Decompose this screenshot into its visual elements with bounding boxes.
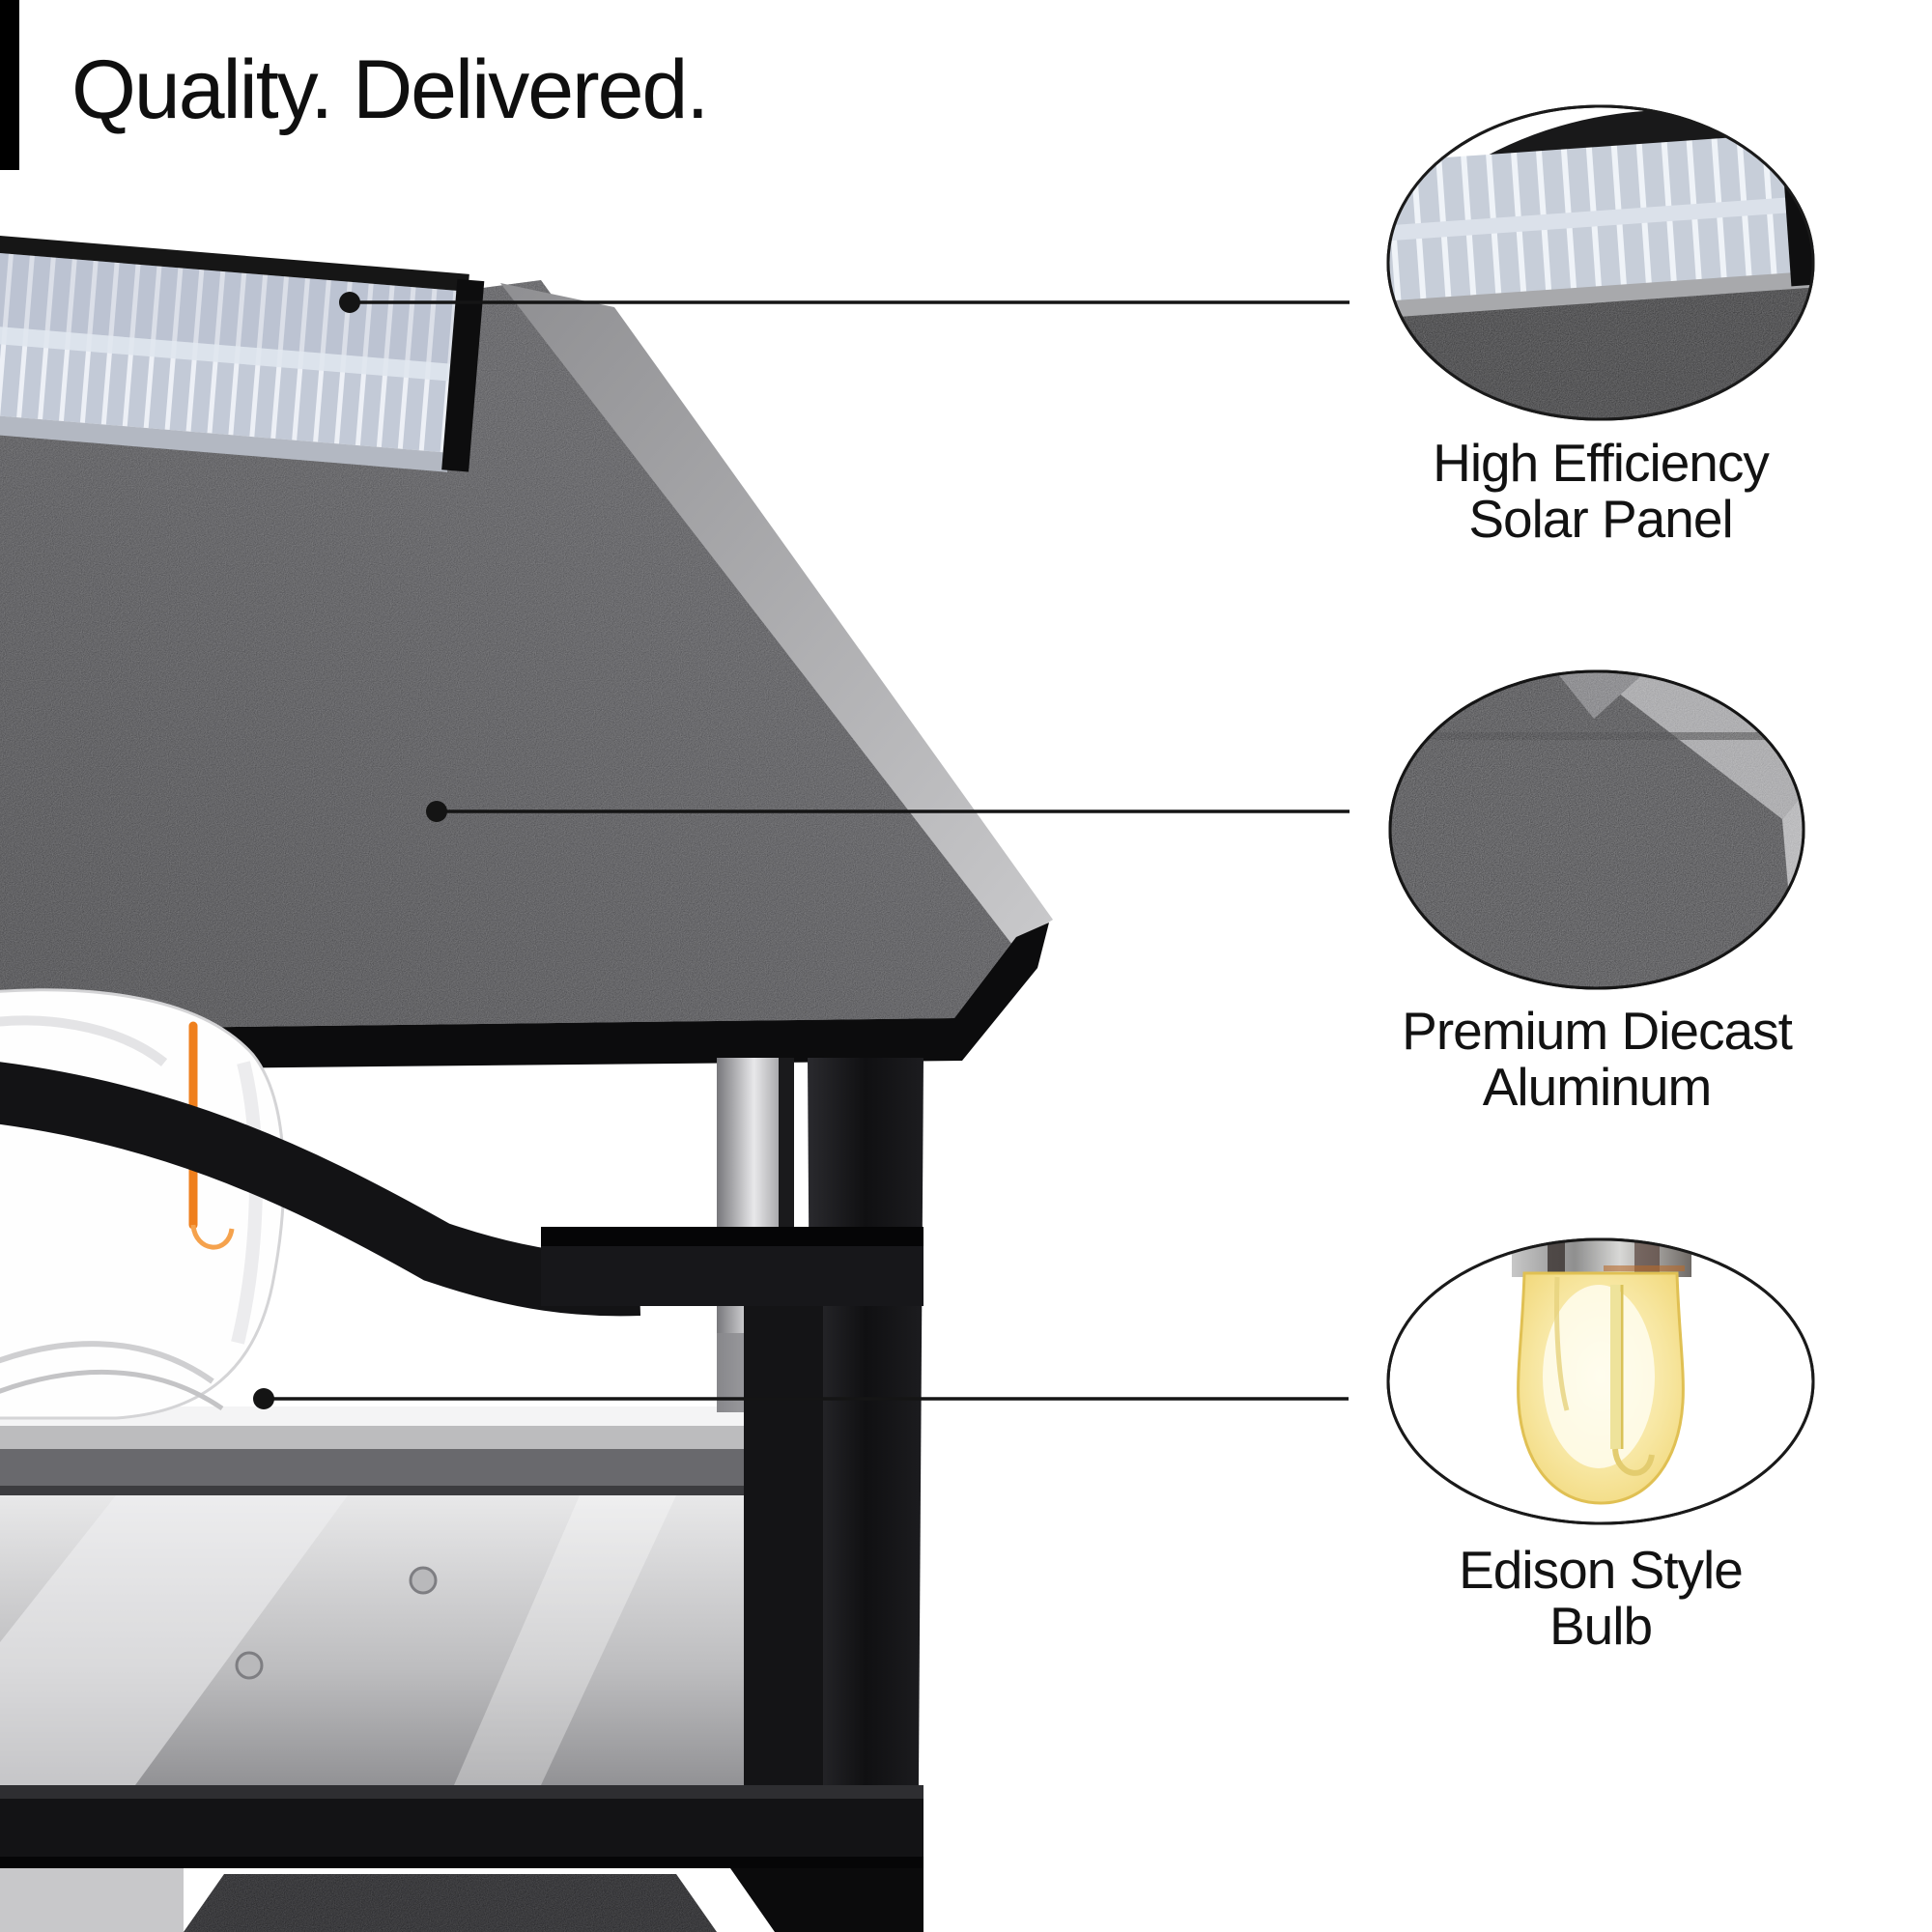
callout-label-line: Aluminum <box>1482 1057 1713 1118</box>
solar-panel <box>0 235 485 472</box>
plate-below-rail <box>0 1868 184 1932</box>
callout-label-line: Solar Panel <box>1468 489 1733 550</box>
callout-label-edison-bulb: Edison Style Bulb <box>1301 1542 1900 1655</box>
callout-circle-edison-bulb <box>1386 1237 1815 1525</box>
callout-label-diecast-aluminum: Premium Diecast Aluminum <box>1297 1003 1896 1116</box>
callout-label-line: Edison Style <box>1459 1540 1744 1600</box>
roof <box>0 280 1016 1030</box>
callout-label-solar-panel: High Efficiency Solar Panel <box>1301 435 1900 548</box>
callout-label-line: High Efficiency <box>1433 433 1770 493</box>
roof-side-face <box>500 283 1053 945</box>
callout-label-line: Bulb <box>1548 1596 1653 1657</box>
post-cap-light <box>0 235 1053 1932</box>
bulb-metal-cap <box>1512 1239 1691 1277</box>
bottom-rail <box>0 1785 923 1868</box>
leader-dot-solar-panel <box>339 292 360 313</box>
screw-dot <box>409 1566 438 1595</box>
leader-dots <box>253 292 447 1409</box>
edison-bulb <box>0 988 286 1420</box>
post-foot <box>730 1868 923 1932</box>
frame-rail <box>541 1227 923 1306</box>
page-title: Quality. Delivered. <box>71 43 709 136</box>
roof-underside <box>0 923 1049 1070</box>
callout-circle-solar-panel <box>1386 104 1815 421</box>
panel-bezel <box>441 278 485 472</box>
inner-post <box>744 1306 823 1785</box>
leader-dot-bulb <box>253 1388 274 1409</box>
callout-label-line: Premium Diecast <box>1402 1001 1793 1061</box>
leader-lines <box>264 300 1350 1401</box>
lantern-cage <box>0 988 923 1932</box>
glass-shelf <box>0 1406 867 1495</box>
base-pedestal <box>184 1874 717 1932</box>
accent-bar <box>0 0 19 170</box>
leader-dot-aluminum <box>426 801 447 822</box>
screw-dot <box>235 1651 264 1680</box>
base-plate <box>0 1495 867 1785</box>
callout-circle-diecast-aluminum <box>1388 669 1805 990</box>
